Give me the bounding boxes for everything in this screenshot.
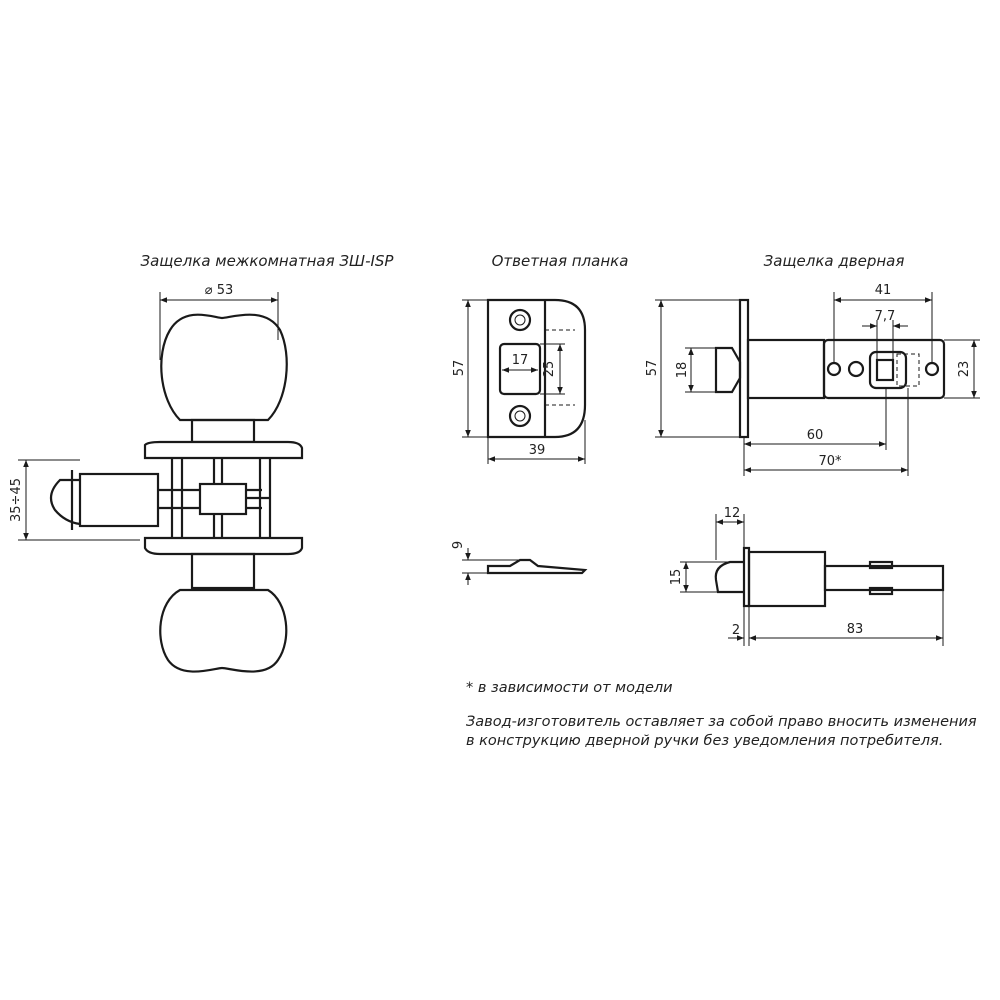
dim-strike-width: 39 [529, 443, 546, 458]
knob-latch-drawing: ⌀ 53 35÷45 [9, 283, 304, 673]
dim-strike-depth: 9 [451, 541, 466, 549]
title-knob-latch: Защелка межкомнатная ЗШ-ISP [141, 252, 395, 270]
disclaimer-line-1: Завод-изготовитель оставляет за собой пр… [466, 714, 977, 730]
dim-knob-diameter: ⌀ 53 [205, 283, 234, 298]
dim-strike-window-h: 25 [542, 361, 557, 378]
dim-strike-window-w: 17 [512, 353, 529, 368]
dim-spindle-offset: 41 [875, 283, 892, 298]
dim-square-size: 7,7 [875, 309, 896, 324]
door-latch-drawing: 57 18 41 7,7 23 60 70* [645, 283, 980, 476]
dim-bolt-height: 18 [675, 362, 690, 379]
footnote: * в зависимости от модели [466, 680, 673, 696]
dim-backset-range: 35÷45 [9, 478, 24, 522]
door-latch-side-drawing: 12 15 2 83 [669, 506, 945, 646]
dim-length-70: 70* [818, 454, 842, 469]
disclaimer-line-2: в конструкцию дверной ручки без уведомле… [466, 733, 944, 749]
dim-tail-height: 23 [957, 361, 972, 378]
dim-strike-height: 57 [452, 360, 467, 377]
title-strike-plate: Ответная планка [492, 252, 629, 270]
dim-length-60: 60 [807, 428, 824, 443]
dim-bolt-height-side: 15 [669, 569, 684, 586]
dim-plate-thickness: 2 [732, 623, 740, 638]
dim-latch-height: 57 [645, 360, 660, 377]
strike-plate-side-drawing: 9 [451, 541, 588, 585]
title-door-latch: Защелка дверная [764, 252, 905, 270]
strike-plate-drawing: 57 17 25 39 [452, 298, 587, 464]
dim-bolt-projection: 12 [724, 506, 741, 521]
dim-length-83: 83 [847, 622, 864, 637]
